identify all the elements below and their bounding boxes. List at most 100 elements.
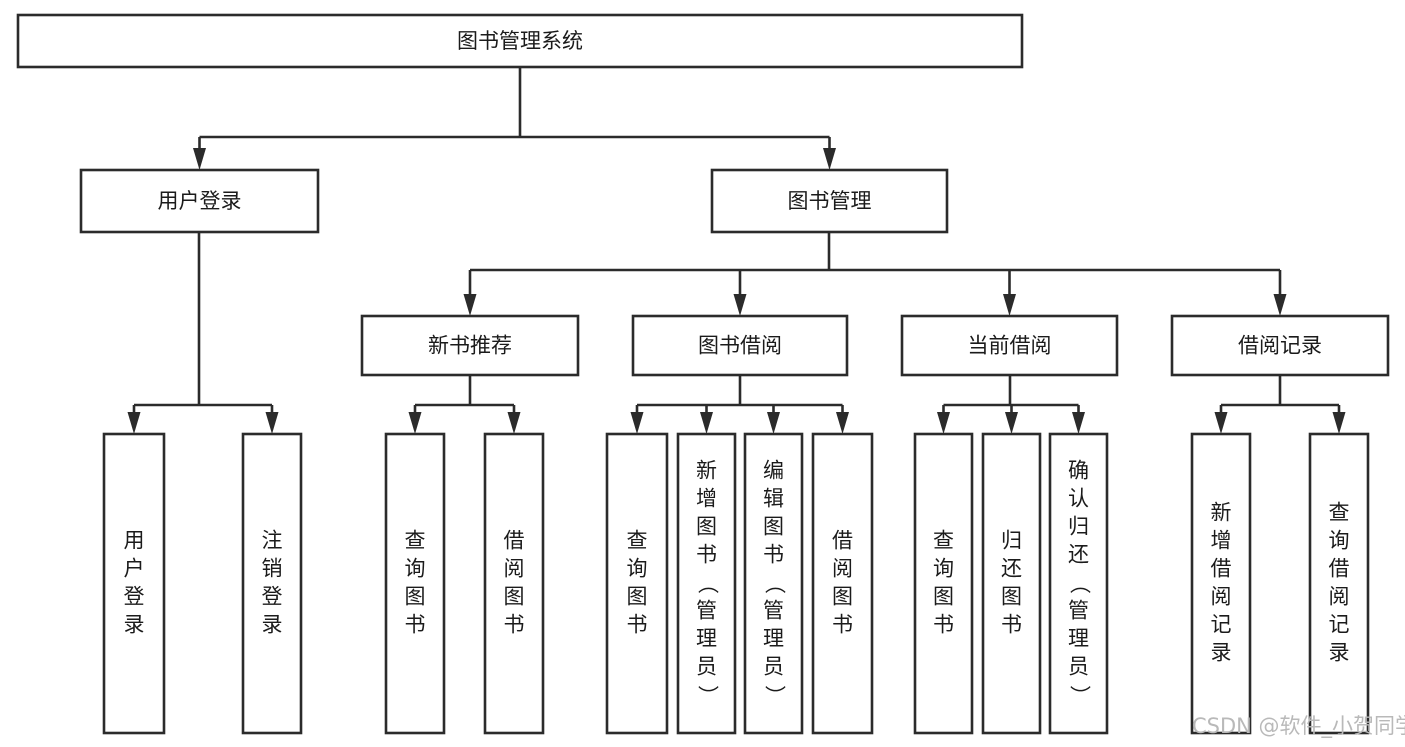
svg-text:认: 认 bbox=[1068, 487, 1089, 511]
node-box-leaf-confirm-return[interactable] bbox=[1048, 432, 1109, 735]
node-label-root: 图书管理系统 bbox=[457, 29, 583, 53]
node-box-leaf-query-book-cur[interactable] bbox=[913, 432, 974, 735]
node-box-borrow-record[interactable] bbox=[1170, 314, 1390, 377]
svg-text:）: ） bbox=[1068, 685, 1092, 706]
node-box-user-login[interactable] bbox=[79, 168, 320, 234]
node-new-book-recommend[interactable]: 新书推荐 bbox=[360, 314, 580, 377]
svg-text:理: 理 bbox=[1068, 627, 1089, 651]
node-box-leaf-query-book-bor[interactable] bbox=[605, 432, 669, 735]
svg-text:图: 图 bbox=[405, 585, 426, 609]
svg-text:员: 员 bbox=[696, 655, 717, 679]
arrow-head-icon bbox=[937, 412, 950, 434]
node-box-new-book-recommend[interactable] bbox=[360, 314, 580, 377]
node-box-leaf-add-book[interactable] bbox=[676, 432, 737, 735]
arrow-head-icon bbox=[193, 148, 206, 170]
node-box-leaf-user-login[interactable] bbox=[102, 432, 166, 735]
svg-text:书: 书 bbox=[933, 613, 954, 637]
svg-text:录: 录 bbox=[1329, 641, 1350, 665]
node-box-leaf-return-book[interactable] bbox=[981, 432, 1042, 735]
node-label-borrow-record: 借阅记录 bbox=[1238, 334, 1322, 358]
node-box-leaf-add-record[interactable] bbox=[1190, 432, 1252, 735]
svg-text:录: 录 bbox=[262, 613, 283, 637]
arrow-head-icon bbox=[507, 412, 521, 434]
svg-text:书: 书 bbox=[504, 613, 525, 637]
node-box-leaf-query-book-rec[interactable] bbox=[384, 432, 446, 735]
node-box-leaf-borrow-book-bor[interactable] bbox=[811, 432, 874, 735]
node-box-leaf-user-logout[interactable] bbox=[241, 432, 303, 735]
svg-text:借: 借 bbox=[1211, 557, 1232, 581]
svg-text:编: 编 bbox=[763, 459, 784, 483]
node-box-current-borrow[interactable] bbox=[900, 314, 1119, 377]
svg-text:）: ） bbox=[763, 685, 787, 706]
node-box-book-manage[interactable] bbox=[710, 168, 949, 234]
arrow-head-icon bbox=[1332, 412, 1346, 434]
svg-text:户: 户 bbox=[124, 557, 145, 581]
svg-text:书: 书 bbox=[696, 543, 717, 567]
svg-text:增: 增 bbox=[1211, 529, 1232, 553]
svg-text:辑: 辑 bbox=[763, 487, 784, 511]
svg-text:借: 借 bbox=[1329, 557, 1350, 581]
node-box-leaf-edit-book[interactable] bbox=[743, 432, 804, 735]
svg-text:阅: 阅 bbox=[1211, 585, 1232, 609]
svg-text:书: 书 bbox=[405, 613, 426, 637]
svg-text:阅: 阅 bbox=[1329, 585, 1350, 609]
node-label-book-borrow: 图书借阅 bbox=[698, 334, 782, 358]
svg-text:图: 图 bbox=[933, 585, 954, 609]
node-box-leaf-query-record[interactable] bbox=[1308, 432, 1370, 735]
node-book-manage[interactable]: 图书管理 bbox=[710, 168, 949, 234]
svg-text:管: 管 bbox=[696, 599, 717, 623]
svg-text:书: 书 bbox=[1001, 613, 1022, 637]
arrow-head-icon bbox=[463, 294, 477, 316]
node-label-user-login: 用户登录 bbox=[158, 189, 242, 213]
svg-text:还: 还 bbox=[1068, 543, 1089, 567]
node-current-borrow[interactable]: 当前借阅 bbox=[900, 314, 1119, 377]
node-box-root[interactable] bbox=[16, 13, 1024, 69]
node-box-leaf-borrow-book-rec[interactable] bbox=[483, 432, 545, 735]
node-borrow-record[interactable]: 借阅记录 bbox=[1170, 314, 1390, 377]
csdn-watermark: CSDN @软件_小贺同学 bbox=[1192, 714, 1405, 739]
node-root[interactable]: 图书管理系统 bbox=[16, 13, 1024, 69]
svg-text:登: 登 bbox=[262, 585, 283, 609]
edge-bookborrow-to-leaves bbox=[630, 375, 849, 434]
svg-text:查: 查 bbox=[405, 529, 426, 553]
svg-text:员: 员 bbox=[763, 655, 784, 679]
svg-text:记: 记 bbox=[1329, 613, 1350, 637]
edge-bookmanage-to-level2 bbox=[463, 232, 1287, 316]
watermark-layer: CSDN @软件_小贺同学 bbox=[1192, 714, 1405, 739]
node-box-book-borrow[interactable] bbox=[631, 314, 849, 377]
svg-text:查: 查 bbox=[1329, 501, 1350, 525]
arrow-head-icon bbox=[265, 412, 279, 434]
svg-text:新: 新 bbox=[696, 459, 717, 483]
node-label-leaf-user-login: 用户登录 bbox=[124, 529, 145, 637]
arrow-head-icon bbox=[1005, 412, 1018, 434]
node-label-current-borrow: 当前借阅 bbox=[968, 334, 1052, 358]
node-label-new-book-recommend: 新书推荐 bbox=[428, 334, 512, 358]
node-user-login[interactable]: 用户登录 bbox=[79, 168, 320, 234]
svg-text:录: 录 bbox=[1211, 641, 1232, 665]
node-book-borrow[interactable]: 图书借阅 bbox=[631, 314, 849, 377]
node-leaf-user-login[interactable]: 用户登录 bbox=[102, 432, 166, 735]
svg-text:增: 增 bbox=[696, 487, 717, 511]
svg-text:管: 管 bbox=[763, 599, 784, 623]
svg-text:图: 图 bbox=[627, 585, 648, 609]
